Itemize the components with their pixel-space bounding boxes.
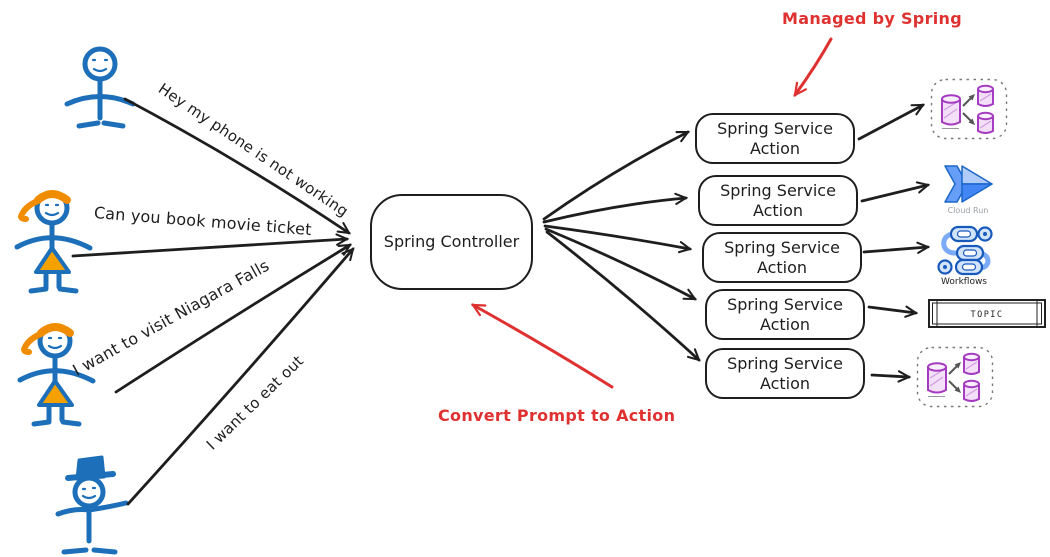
prompt-arrow-1: [123, 97, 351, 235]
spring-service-action-node: Spring Service Action: [705, 348, 865, 399]
spring-service-action-label: Spring Service Action: [717, 119, 833, 158]
spring-service-action-label: Spring Service Action: [727, 295, 843, 334]
spring-service-action-node: Spring Service Action: [702, 232, 862, 283]
cloud-run-icon: [944, 165, 993, 203]
target-arrow-3: [862, 241, 931, 254]
spring-controller-label: Spring Controller: [383, 232, 520, 252]
stick-figure-man-icon: [64, 46, 136, 129]
prompt-arrow-3: [114, 243, 352, 394]
dispatch-arrow-3: [543, 224, 693, 254]
convert-prompt-arrow: [470, 303, 614, 389]
target-arrow-4: [867, 305, 919, 318]
dispatch-arrow-1: [542, 130, 691, 221]
spring-service-action-node: Spring Service Action: [698, 175, 858, 226]
datastore-icon: [916, 346, 994, 408]
dispatch-arrow-5: [545, 230, 701, 362]
dispatch-arrow-2: [542, 192, 689, 224]
prompt-arrow-2: [71, 233, 350, 258]
target-arrow-1: [857, 103, 926, 141]
target-arrow-5: [870, 370, 912, 383]
topic-icon: [928, 299, 1046, 328]
spring-service-action-label: Spring Service Action: [727, 354, 843, 393]
workflows-icon: [937, 225, 993, 276]
stick-figure-woman-icon: [14, 190, 93, 294]
topic-label: TOPIC: [970, 310, 1003, 320]
dispatch-arrow-4: [544, 227, 698, 301]
datastore-icon: [930, 78, 1008, 140]
spring-service-action-label: Spring Service Action: [724, 238, 840, 277]
prompt-arrow-4: [126, 247, 355, 506]
workflows-label: Workflows: [941, 277, 987, 287]
spring-service-action-label: Spring Service Action: [720, 181, 836, 220]
convert-prompt-annotation: Convert Prompt to Action: [438, 406, 676, 425]
spring-service-action-node: Spring Service Action: [695, 113, 855, 164]
stick-figure-woman-icon: [17, 323, 96, 427]
cloud-run-label: Cloud Run: [948, 206, 989, 215]
managed-by-spring-arrow: [793, 37, 833, 97]
spring-service-action-node: Spring Service Action: [705, 289, 865, 340]
stick-figure-tophat-man-icon: [55, 455, 129, 555]
target-arrow-2: [860, 181, 931, 203]
managed-by-spring-annotation: Managed by Spring: [782, 9, 962, 28]
spring-controller-node: Spring Controller: [370, 194, 533, 290]
